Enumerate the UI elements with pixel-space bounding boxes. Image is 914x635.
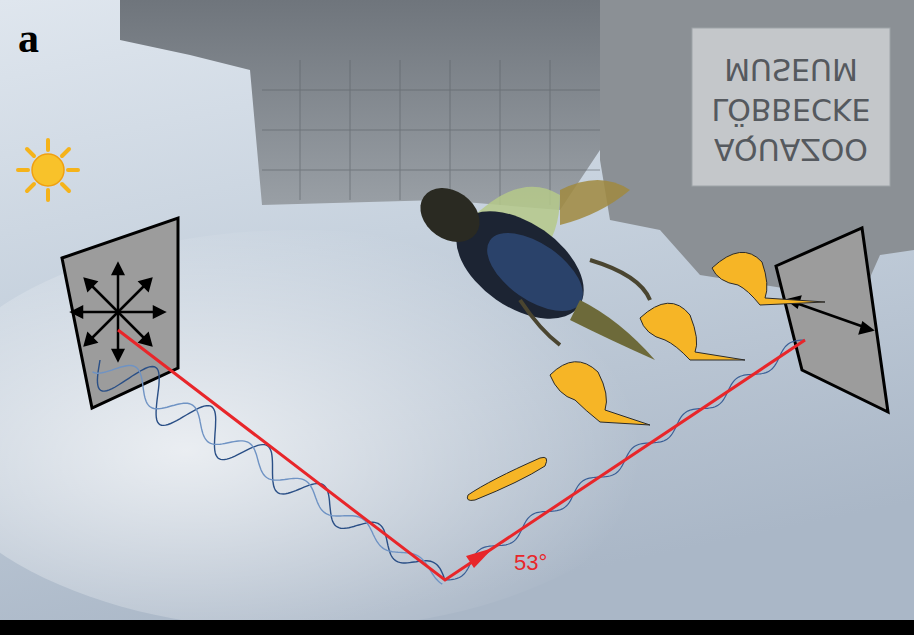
ray-arrowhead [466,548,493,568]
sign-board [692,28,890,186]
building-reflection [120,0,660,210]
light-ray [118,330,805,580]
wave-curve [93,366,443,585]
sign-text: MUSEUM [724,52,858,87]
wave-curve [97,360,445,580]
angle-label: 53° [514,550,547,576]
unpolarized-arrows [72,264,164,360]
sun-icon [18,140,78,200]
beetle-illustration [410,177,655,360]
panel-letter: a [18,14,39,62]
unpolarized-panel [62,218,178,408]
light-waves [93,340,806,584]
sign-text: AQUAZOO [714,132,868,167]
sign-text: LÖBBECKE [712,92,871,127]
bottom-bar [0,620,914,635]
polarized-panel [776,228,888,412]
yellow-silhouettes [467,252,825,500]
window-grid [262,60,600,205]
